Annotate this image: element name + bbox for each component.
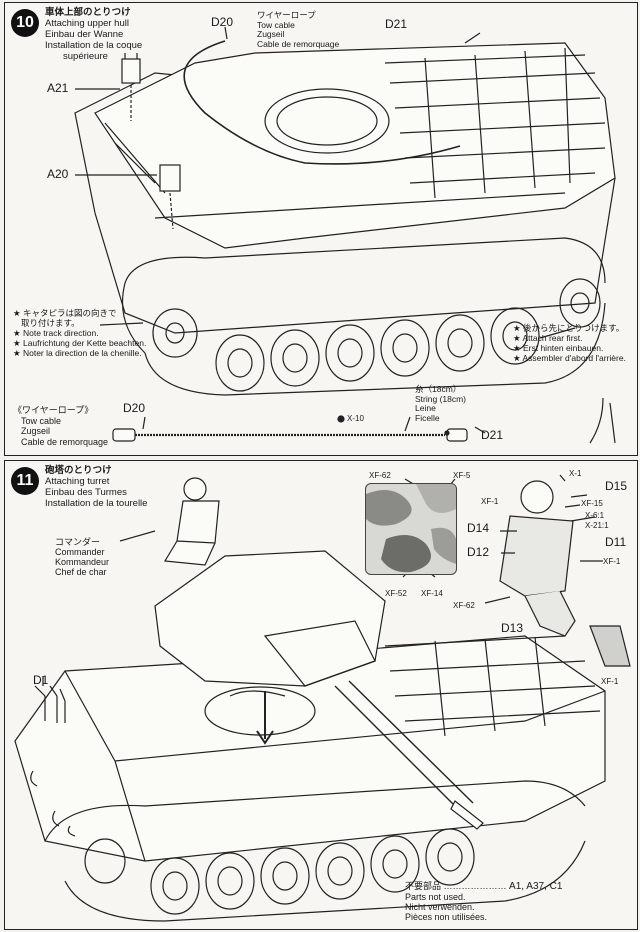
track-lower-run [144,302,606,396]
turret-ring [264,88,390,154]
gun-barrel [334,680,474,812]
label-a21: A21 [47,81,69,95]
camouflage-swatch [365,483,457,575]
note-track-direction: ★ キャタピラは図の向きで 取り付けます。 ★ Note track direc… [13,308,147,358]
step-10-number: 10 [11,9,39,37]
title-fr: Installation de la coque [45,40,143,51]
paint-xf1-arm: XF-1 [603,557,621,566]
paint-x211: X-21:1 [585,521,609,530]
cable-detail-caption: 《ワイヤーロープ》 Tow cable Zugseil Cable de rem… [13,405,109,447]
note-attach-rear-first: ★ 後から先にとりつけます。 ★ Attach rear first. ★ Er… [513,323,626,363]
paint-x10: X-10 [347,414,364,423]
label-d14: D14 [467,521,490,535]
label-d20: D20 [211,15,234,29]
string-callout: 糸（18cm） String (18cm) Leine Ficelle [415,384,467,423]
turret-drawing [14,474,631,922]
paint-xf62-figure: XF-62 [453,601,475,610]
label-d21: D21 [385,17,408,31]
label-d11: D11 [605,535,627,549]
road-wheels [152,278,601,392]
step-11-panel: 11 砲塔のとりつけ Attaching turret Einbau des T… [4,460,638,930]
step-11-number: 11 [11,467,39,495]
paint-xf5: XF-5 [453,471,471,480]
label-d12: D12 [467,545,490,559]
paint-xf14: XF-14 [421,589,443,598]
parts-not-used: 不要部品 ………………… A1, A37, C1 Parts not used.… [405,881,563,922]
turret-outline [154,550,386,687]
paint-x1: X-1 [569,469,582,478]
step-10-panel: 10 車体上部のとりつけ Attaching upper hull Einbau… [4,2,638,456]
paint-xf52: XF-52 [385,589,407,598]
upper-hull-deck [94,42,616,249]
track-upper-run [44,780,586,842]
cable-detail-d21: D21 [481,428,504,442]
paint-xf15: XF-15 [581,499,603,508]
label-d15: D15 [605,479,628,493]
upper-hull-drawing [74,26,616,444]
figure-head [520,480,554,514]
camo-pattern [366,484,456,573]
step-10-title: 車体上部のとりつけ Attaching upper hull Einbau de… [45,7,142,62]
cable-detail-d20: D20 [123,401,146,415]
commander-callout: コマンダー Commander Kommandeur Chef de char [55,537,110,577]
paint-x61: X-6:1 [585,511,605,520]
paint-xf1-boot: XF-1 [601,677,619,686]
paint-xf62-top: XF-62 [369,471,391,480]
tow-cable-callout: ワイヤーロープ Tow cable Zugseil Cable de remor… [257,10,340,49]
step-11-title: 砲塔のとりつけ Attaching turret Einbau des Turm… [45,465,148,509]
track-upper-run [124,237,606,284]
label-a20: A20 [47,167,69,181]
title-en: Attaching upper hull [45,18,129,29]
title-de: Einbau der Wanne [45,29,124,40]
title-fr-cont: supérieure [63,51,108,62]
title-jp: 車体上部のとりつけ [45,7,131,18]
road-wheels [84,828,475,915]
track-lower-run [64,840,586,922]
label-d13: D13 [501,621,524,635]
label-d1: D1 [33,673,49,687]
tow-cable-on-hull [183,40,461,165]
paint-xf1-head: XF-1 [481,497,499,506]
figure-body [499,515,574,597]
